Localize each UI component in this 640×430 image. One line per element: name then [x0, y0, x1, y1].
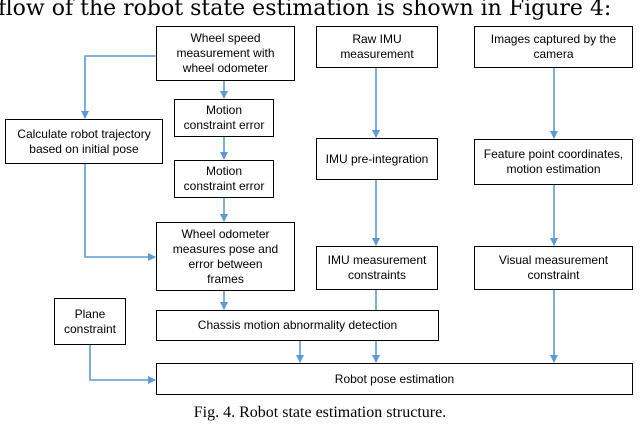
box-wheel-odometer-pose: Wheel odometer measures pose and error b… — [156, 222, 295, 291]
box-motion-error-2: Motion constraint error — [174, 160, 274, 198]
box-wheel-speed: Wheel speed measurement with wheel odome… — [156, 26, 295, 81]
box-imu-constraints: IMU measurement constraints — [316, 246, 438, 290]
box-feature-point: Feature point coordinates, motion estima… — [474, 139, 633, 185]
box-calc-trajectory: Calculate robot trajectory based on init… — [5, 119, 163, 164]
arrow-wheel-to-trajectory — [81, 55, 156, 119]
box-chassis-abnormality: Chassis motion abnormality detection — [156, 310, 439, 341]
box-motion-error-1: Motion constraint error — [174, 99, 274, 137]
figure-caption: Fig. 4. Robot state estimation structure… — [193, 404, 447, 421]
box-images: Images captured by the camera — [474, 26, 633, 68]
box-plane-constraint: Plane constraint — [54, 298, 126, 345]
arrow-trajectory-to-odompose — [84, 164, 156, 261]
box-imu-preintegration: IMU pre-integration — [316, 138, 438, 180]
box-visual-constraint: Visual measurement constraint — [474, 246, 633, 290]
box-robot-pose-estimation: Robot pose estimation — [156, 363, 633, 395]
arrow-plane-to-robotpose — [89, 345, 156, 384]
box-raw-imu: Raw IMU measurement — [316, 26, 438, 68]
page-heading-text: flow of the robot state estimation is sh… — [0, 0, 612, 21]
